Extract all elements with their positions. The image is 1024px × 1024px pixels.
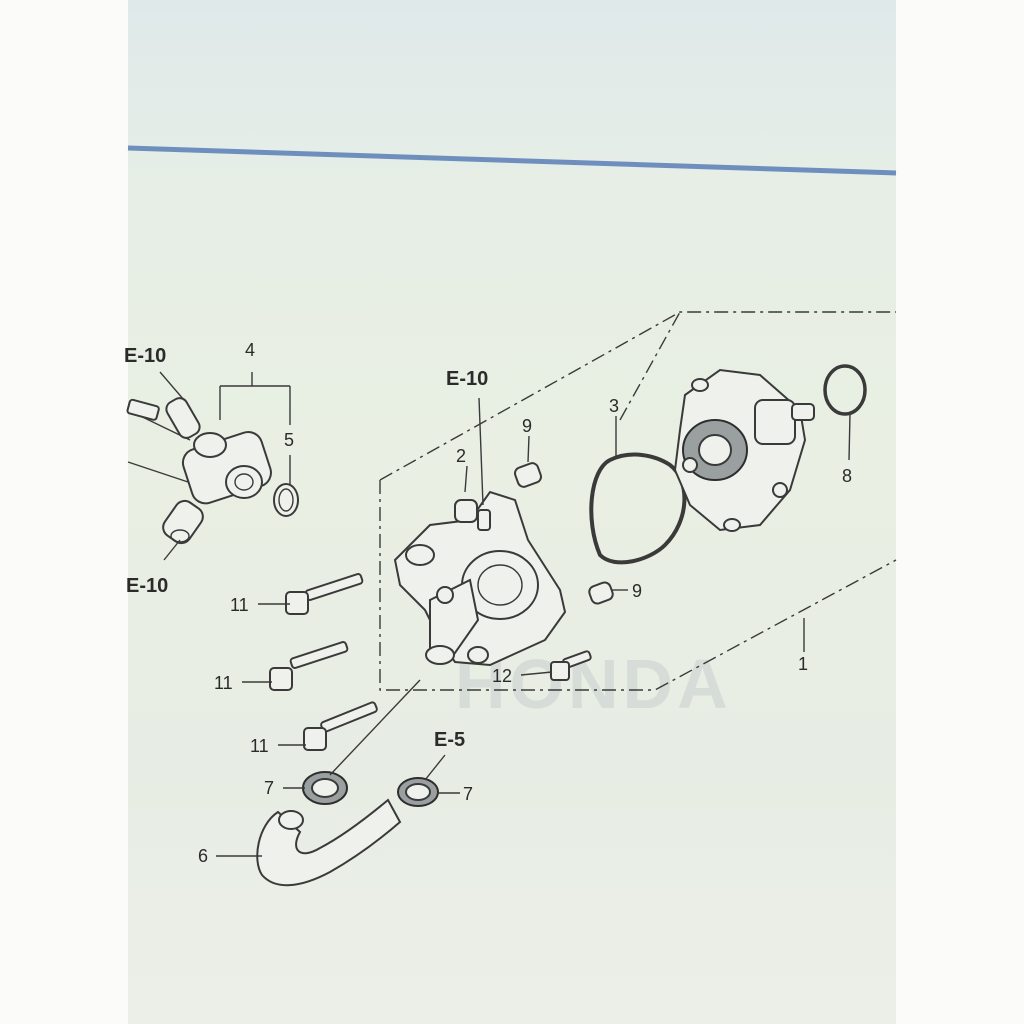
o-ring-part-8	[823, 364, 867, 416]
bolt-part-11-b	[269, 641, 349, 691]
dowel-pin-part-9-bottom	[588, 581, 614, 605]
ref-label-hose-clamp: E-5	[434, 729, 465, 751]
hose-clamp-part-7-left	[302, 771, 348, 805]
dowel-pin-part-9-top	[513, 462, 543, 488]
o-ring-part-5	[273, 483, 299, 517]
callout-part-9-bottom: 9	[632, 581, 642, 601]
water-pump-assembly-part-1	[673, 368, 815, 532]
hose-clamp-part-7-right	[397, 777, 439, 807]
bolt-part-11-c	[303, 701, 378, 751]
callout-part-5: 5	[284, 430, 294, 450]
callout-part-1: 1	[798, 654, 808, 674]
coolant-fitting-part-4	[126, 397, 272, 545]
bolt-part-11-a	[285, 573, 364, 615]
callout-part-2: 2	[456, 446, 466, 466]
callout-part-7-right: 7	[463, 784, 473, 804]
coolant-hose-part-6	[256, 798, 402, 887]
gasket-part-3	[589, 452, 687, 565]
left-margin	[0, 0, 128, 1024]
callout-part-4: 4	[245, 340, 255, 360]
section-divider	[127, 145, 897, 176]
callout-part-6: 6	[198, 846, 208, 866]
callout-part-11-c: 11	[250, 736, 269, 756]
callout-part-11-a: 11	[230, 595, 249, 615]
ref-label-center: E-10	[446, 368, 488, 390]
callout-part-9-top: 9	[522, 416, 532, 436]
ref-label-top-left: E-10	[124, 345, 166, 367]
bolt-part-12	[550, 650, 592, 681]
callout-part-12: 12	[492, 666, 512, 686]
callout-part-7-left: 7	[264, 778, 274, 798]
water-pump-cover-part-2	[393, 490, 567, 667]
ref-label-bottom-left: E-10	[126, 575, 168, 597]
callout-part-11-b: 11	[214, 673, 233, 693]
leader-lines	[216, 397, 851, 857]
callout-part-3: 3	[609, 396, 619, 416]
right-margin	[896, 0, 1024, 1024]
callout-part-8: 8	[842, 466, 852, 486]
